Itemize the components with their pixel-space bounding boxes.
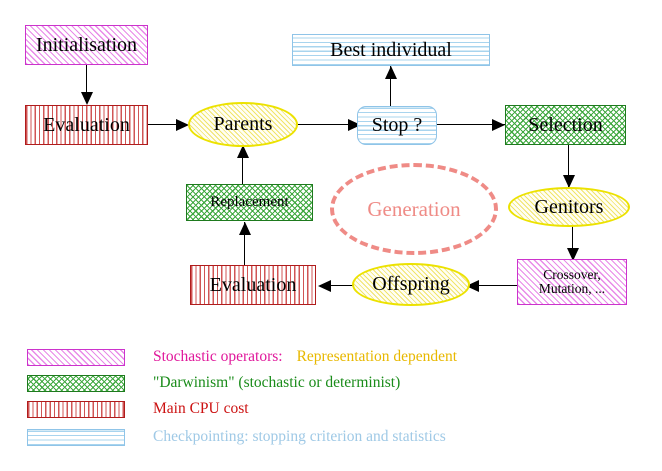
edge-stop-to-selection [437, 124, 505, 126]
legend-swatch-stochastic [27, 348, 125, 366]
edge-genitors-to-crossover [572, 226, 574, 260]
node-crossover-mutation[interactable]: Crossover, Mutation, ... [517, 259, 627, 305]
node-evaluation-bottom[interactable]: Evaluation [190, 265, 316, 305]
arrowhead-genitors-to-crossover [566, 248, 579, 261]
legend-swatch-checkpointing [27, 428, 125, 446]
generation-label: Generation [367, 196, 461, 221]
edge-stop-to-best-individual [390, 66, 392, 106]
node-best-individual[interactable]: Best individual [292, 34, 490, 66]
edge-offspring-to-evaluation [330, 285, 356, 287]
legend-label-checkpointing: Checkpointing: stopping criterion and st… [153, 428, 446, 445]
node-parents-label: Parents [213, 113, 273, 135]
edge-crossover-to-offspring [478, 285, 518, 287]
edge-evaluation-to-parents [148, 124, 178, 126]
arrowhead-offspring-to-evaluation [318, 279, 331, 292]
legend-row-stochastic: Stochastic operators: Representation dep… [27, 348, 457, 366]
node-stop-label: Stop ? [371, 114, 423, 136]
arrowhead-selection-to-genitors [562, 175, 575, 188]
arrowhead-replacement-to-parents [236, 145, 249, 158]
legend-swatch-darwinism [27, 374, 125, 392]
node-best-individual-label: Best individual [330, 38, 452, 61]
legend-swatch-cpu [27, 400, 125, 418]
node-crossover-label-line1: Crossover, [543, 266, 601, 282]
edge-replacement-to-parents [242, 145, 244, 185]
edge-initialisation-to-evaluation [86, 64, 88, 94]
arrowhead-evaluation-to-parents [176, 118, 189, 131]
node-initialisation[interactable]: Initialisation [25, 25, 148, 65]
node-replacement-label: Replacement [210, 193, 289, 210]
generation-loop-ellipse: Generation [330, 163, 498, 255]
legend-row-cpu: Main CPU cost [27, 400, 249, 418]
node-offspring-label: Offspring [372, 273, 450, 295]
node-evaluation-top[interactable]: Evaluation [25, 105, 148, 145]
legend-row-checkpointing: Checkpointing: stopping criterion and st… [27, 428, 446, 446]
node-genitors[interactable]: Genitors [508, 187, 630, 227]
node-initialisation-label: Initialisation [35, 33, 138, 56]
node-parents[interactable]: Parents [188, 102, 298, 147]
legend-label-cpu: Main CPU cost [153, 400, 249, 417]
edge-evaluation-to-replacement [244, 222, 246, 266]
node-selection-label: Selection [528, 113, 603, 136]
node-evaluation-top-label: Evaluation [43, 113, 130, 136]
node-stop[interactable]: Stop ? [357, 106, 437, 145]
node-genitors-label: Genitors [534, 195, 604, 218]
arrowhead-stop-to-selection [492, 118, 505, 131]
arrowhead-evaluation-to-replacement [238, 222, 251, 235]
node-selection[interactable]: Selection [505, 105, 626, 145]
legend-label-representation: Representation dependent [296, 348, 458, 365]
legend-row-darwinism: "Darwinism" (stochastic or determinist) [27, 374, 400, 392]
legend-label-darwinism: "Darwinism" (stochastic or determinist) [153, 374, 401, 391]
arrowhead-stop-to-best-individual [384, 66, 397, 79]
node-offspring[interactable]: Offspring [352, 263, 470, 306]
edge-parents-to-stop [298, 124, 354, 126]
node-replacement[interactable]: Replacement [186, 184, 313, 221]
legend-label-stochastic: Stochastic operators: [153, 348, 283, 365]
edge-selection-to-genitors [568, 145, 570, 187]
node-crossover-label-line2: Mutation, ... [538, 281, 606, 296]
arrowhead-initialisation-to-evaluation [80, 92, 93, 105]
node-evaluation-bottom-label: Evaluation [209, 273, 297, 296]
